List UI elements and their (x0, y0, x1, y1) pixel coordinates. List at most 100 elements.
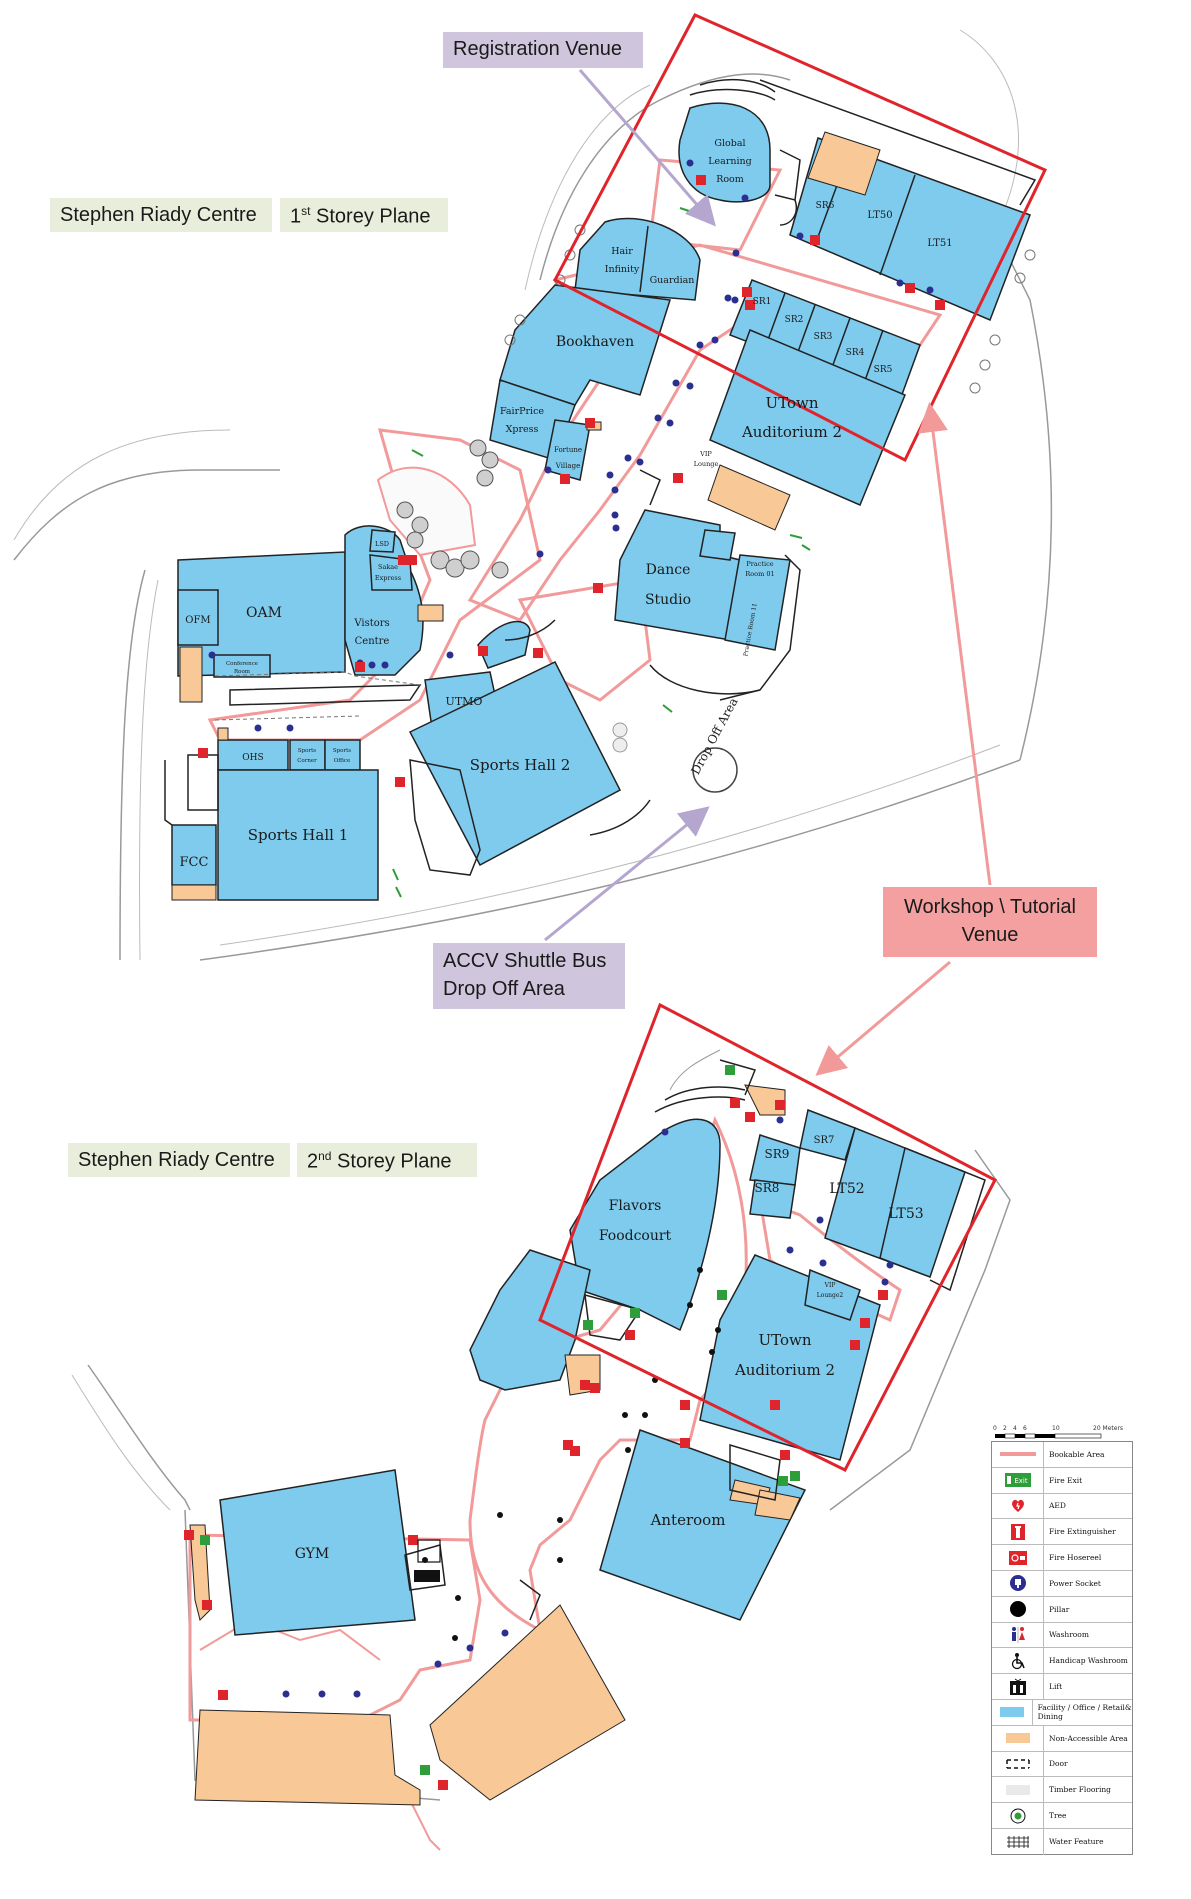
floor-2-storey-suffix: nd (318, 1149, 332, 1163)
svg-text:FairPrice: FairPrice (500, 406, 544, 417)
washroom-icon (1011, 1626, 1025, 1643)
room-fairprice: FairPrice (500, 406, 544, 417)
svg-text:Infinity: Infinity (605, 264, 640, 275)
legend-label-timber: Timber Flooring (1049, 1785, 1111, 1795)
room-sports-corner-b: Corner (297, 758, 317, 764)
legend-label-door: Door (1049, 1759, 1068, 1769)
room-xpress: Xpress (506, 424, 539, 435)
room-lt53: LT53 (888, 1206, 923, 1222)
floor-1-storey-label: 1st Storey Plane (280, 198, 448, 232)
room-bookhaven: Bookhaven (556, 334, 634, 350)
legend-row-non-accessible: Non-Accessible Area (992, 1725, 1132, 1752)
legend-label-aed: AED (1049, 1501, 1066, 1511)
svg-text:LSD: LSD (375, 540, 389, 548)
room-sr4: SR4 (846, 348, 865, 358)
legend-row-handicap: Handicap Washroom (992, 1648, 1132, 1675)
legend-row-pillar: Pillar (992, 1596, 1132, 1623)
room-lt52: LT52 (829, 1181, 864, 1197)
legend-label-bookable: Bookable Area (1049, 1449, 1105, 1459)
tree-icon (1010, 1808, 1025, 1824)
room-lt51: LT51 (927, 238, 952, 249)
svg-text:Xpress: Xpress (506, 424, 539, 435)
svg-text:GYM: GYM (295, 1546, 330, 1562)
svg-text:UTMO: UTMO (446, 695, 483, 708)
room-global-line1: Global (714, 138, 745, 149)
scale-bar: 0 2 4 6 10 20 Meters (991, 1425, 1131, 1440)
room-flavors: Flavors (609, 1198, 662, 1214)
scale-tick-4: 10 (1052, 1425, 1060, 1432)
workshop-venue-callout: Workshop \ Tutorial Venue (883, 887, 1097, 957)
svg-text:Lounge2: Lounge2 (817, 1292, 844, 1299)
legend-row-water: Water Feature (992, 1828, 1132, 1855)
room-hair: Hair (611, 246, 633, 257)
facility-swatch-icon (999, 1707, 1024, 1718)
svg-text:Corner: Corner (297, 758, 317, 764)
room-dance: Dance (646, 562, 691, 578)
legend-label-pillar: Pillar (1049, 1604, 1070, 1614)
aed-icon (1011, 1499, 1024, 1512)
room-village: Village (555, 462, 580, 470)
legend-row-socket: Power Socket (992, 1570, 1132, 1597)
handicap-washroom-icon (1011, 1652, 1025, 1669)
svg-text:LT52: LT52 (829, 1181, 864, 1197)
shuttle-bus-line1: ACCV Shuttle Bus (443, 950, 607, 972)
legend-label-facility: Facility / Office / Retail& Dining (1037, 1703, 1132, 1722)
shuttle-bus-line2: Drop Off Area (443, 978, 565, 1000)
legend-label-fire-exit: Fire Exit (1049, 1475, 1083, 1485)
room-centre: Centre (355, 636, 390, 647)
room-ofm: OFM (185, 615, 210, 626)
svg-text:UTown: UTown (765, 394, 818, 412)
svg-text:Sports Hall 2: Sports Hall 2 (470, 756, 571, 774)
svg-text:FCC: FCC (180, 855, 209, 870)
svg-text:Dance: Dance (646, 562, 691, 578)
svg-text:Anteroom: Anteroom (650, 1511, 726, 1529)
svg-text:SR2: SR2 (785, 315, 804, 325)
svg-text:VIP: VIP (699, 450, 712, 458)
registration-venue-callout: Registration Venue (443, 32, 643, 68)
room-sports-hall-1: Sports Hall 1 (248, 826, 349, 844)
svg-text:Bookhaven: Bookhaven (556, 334, 634, 350)
floor-1-storey-rest: Storey Plane (316, 205, 431, 228)
svg-text:VIP: VIP (824, 1282, 836, 1289)
legend-row-aed: AED (992, 1493, 1132, 1520)
svg-text:LT53: LT53 (888, 1206, 923, 1222)
svg-text:SR7: SR7 (814, 1135, 835, 1146)
room-lt50: LT50 (867, 210, 892, 221)
svg-text:SR3: SR3 (814, 332, 833, 342)
svg-text:Foodcourt: Foodcourt (599, 1228, 672, 1244)
floor-1-building-text: Stephen Riady Centre (60, 204, 257, 226)
legend-label-washroom: Washroom (1049, 1630, 1089, 1640)
svg-text:Sports: Sports (333, 748, 351, 754)
legend-row-timber: Timber Flooring (992, 1777, 1132, 1804)
room-fcc: FCC (180, 855, 209, 870)
legend-label-non-accessible: Non-Accessible Area (1049, 1733, 1128, 1743)
floor-2-storey-num: 2 (307, 1150, 319, 1173)
fire-exit-icon-text: Exit (1014, 1477, 1028, 1485)
room-sakae: Sakae (378, 563, 398, 571)
room-utown-l1-line1: UTown (765, 394, 818, 412)
svg-text:OAM: OAM (246, 605, 282, 621)
room-sr1: SR1 (753, 297, 772, 307)
power-socket-icon (1009, 1575, 1026, 1592)
floor-1-plan: Global Learning Room Hair Infinity Guard… (13, 13, 1053, 961)
svg-text:Global: Global (714, 138, 745, 149)
svg-text:UTown: UTown (758, 1331, 811, 1349)
room-sr8: SR8 (755, 1181, 780, 1195)
svg-text:Room: Room (234, 669, 251, 675)
room-vip-l1: VIP (699, 450, 712, 458)
drop-off-area-label: Drop Off Area (688, 695, 740, 777)
room-foodcourt: Foodcourt (599, 1228, 672, 1244)
room-sports-office-a: Sports (333, 748, 351, 754)
svg-text:SR5: SR5 (874, 365, 893, 375)
room-oam: OAM (246, 605, 282, 621)
room-ohs: OHS (242, 753, 263, 763)
non-accessible-swatch-icon (1005, 1733, 1030, 1744)
room-global-line3: Room (716, 174, 744, 185)
floor-2-storey-rest: Storey Plane (337, 1150, 452, 1173)
room-utown-l1-line2: Auditorium 2 (741, 423, 842, 441)
svg-text:Room: Room (716, 174, 744, 185)
room-lounge2: Lounge2 (817, 1292, 844, 1299)
svg-text:Fortune: Fortune (554, 446, 582, 454)
legend-row-bookable: Bookable Area (992, 1442, 1132, 1468)
room-studio: Studio (645, 592, 691, 608)
